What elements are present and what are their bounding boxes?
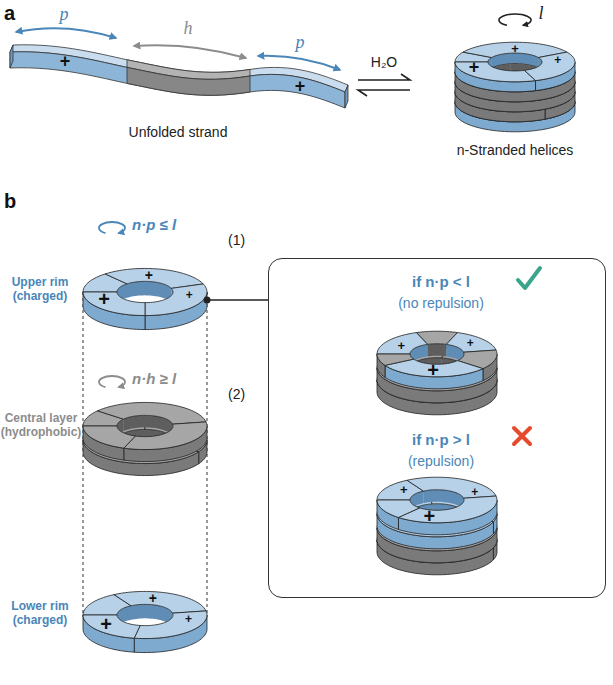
ring-top-face bbox=[377, 500, 420, 517]
rotation-arrow bbox=[499, 14, 531, 25]
charge-sign: + bbox=[295, 77, 306, 95]
charge-sign: + bbox=[98, 289, 110, 309]
ring-layer bbox=[377, 477, 497, 535]
outcome-text: (repulsion) bbox=[408, 453, 474, 469]
length-label: p bbox=[60, 4, 69, 25]
strand-end-cap bbox=[345, 85, 348, 108]
charge-sign: + bbox=[100, 614, 112, 634]
ring-top-face bbox=[145, 284, 207, 316]
ring-top-face bbox=[83, 426, 135, 448]
charge-sign: + bbox=[60, 52, 71, 70]
condition-text: if n·p < l bbox=[412, 273, 470, 290]
rotation-arrow bbox=[99, 376, 125, 387]
equilibrium-arrows bbox=[358, 74, 410, 96]
condition-label: n·h ≥ l bbox=[132, 370, 176, 387]
length-label: h bbox=[184, 18, 193, 39]
ring-top-face bbox=[446, 333, 496, 353]
strand-end-cap bbox=[10, 45, 13, 68]
charge-sign: + bbox=[554, 54, 561, 66]
condition-text: if n·p > l bbox=[412, 431, 470, 448]
ring-layer bbox=[83, 268, 207, 329]
rotation-label: l bbox=[538, 3, 543, 24]
ring-layer bbox=[455, 52, 575, 102]
equation-number: (2) bbox=[228, 386, 245, 402]
ring-top-face bbox=[124, 422, 207, 450]
cross-mark bbox=[514, 428, 530, 444]
ring-top-face bbox=[98, 402, 207, 424]
ring-top-face bbox=[524, 52, 575, 81]
ring-side bbox=[83, 292, 145, 330]
ring-layer bbox=[83, 591, 207, 652]
ring-layer bbox=[83, 402, 207, 461]
charge-sign: + bbox=[149, 591, 157, 605]
charge-sign: + bbox=[186, 289, 193, 301]
panel-letter: a bbox=[4, 2, 15, 25]
charge-sign: + bbox=[469, 58, 480, 76]
length-arrow bbox=[134, 45, 246, 58]
leader-dot bbox=[204, 297, 211, 304]
unfolded-strand bbox=[10, 45, 348, 108]
ring-top-face bbox=[105, 268, 203, 288]
strand-front-face bbox=[10, 52, 345, 108]
charge-sign: + bbox=[424, 506, 436, 526]
charge-sign: + bbox=[185, 613, 192, 625]
length-arrow bbox=[16, 28, 116, 38]
reverse-arrow bbox=[358, 90, 410, 96]
ring-top-face bbox=[134, 611, 207, 639]
hydrophobic-segment bbox=[127, 45, 250, 108]
equation-number: (1) bbox=[228, 232, 245, 248]
strand-front-face bbox=[127, 52, 250, 108]
layer-label: Central layer (hydrophobic) bbox=[0, 412, 82, 440]
charge-sign: + bbox=[427, 360, 439, 380]
segment-border bbox=[127, 60, 128, 83]
ring-top-face bbox=[455, 62, 536, 82]
ring-side bbox=[455, 62, 536, 92]
panel-letter: b bbox=[4, 190, 16, 213]
length-arrow bbox=[258, 56, 340, 70]
ring-top-face bbox=[407, 477, 496, 498]
charge-sign: + bbox=[471, 486, 478, 498]
ring-top-face bbox=[83, 292, 145, 316]
charge-sign: + bbox=[400, 483, 408, 496]
layer-label: Lower rim (charged) bbox=[0, 600, 80, 628]
charge-sign: + bbox=[398, 338, 406, 351]
condition-label: n·p ≤ l bbox=[132, 216, 176, 233]
outcome-text: (no repulsion) bbox=[398, 295, 484, 311]
segment-border bbox=[250, 69, 251, 92]
solvent-label: H₂O bbox=[371, 54, 397, 70]
ring-top-face bbox=[455, 52, 575, 92]
inset-box: if n·p < l (no repulsion) if n·p > l (repul… bbox=[268, 258, 606, 598]
caption-label: n-Stranded helices bbox=[457, 142, 574, 158]
forward-arrow bbox=[358, 74, 410, 80]
caption-label: Unfolded strand bbox=[129, 124, 228, 140]
layer-label: Upper rim (charged) bbox=[0, 276, 80, 304]
ring-layer bbox=[377, 331, 497, 389]
ring-top-face bbox=[114, 591, 206, 613]
charge-sign: + bbox=[467, 337, 474, 349]
length-label: p bbox=[296, 32, 305, 53]
charge-sign: + bbox=[511, 41, 519, 54]
leader-line bbox=[207, 299, 268, 300]
rotation-arrow bbox=[99, 222, 125, 233]
ring-inner-wall bbox=[428, 344, 446, 357]
ring-stacks bbox=[83, 42, 575, 652]
ring-top-face bbox=[377, 354, 414, 365]
charge-sign: + bbox=[145, 268, 153, 282]
check-mark bbox=[518, 268, 540, 288]
